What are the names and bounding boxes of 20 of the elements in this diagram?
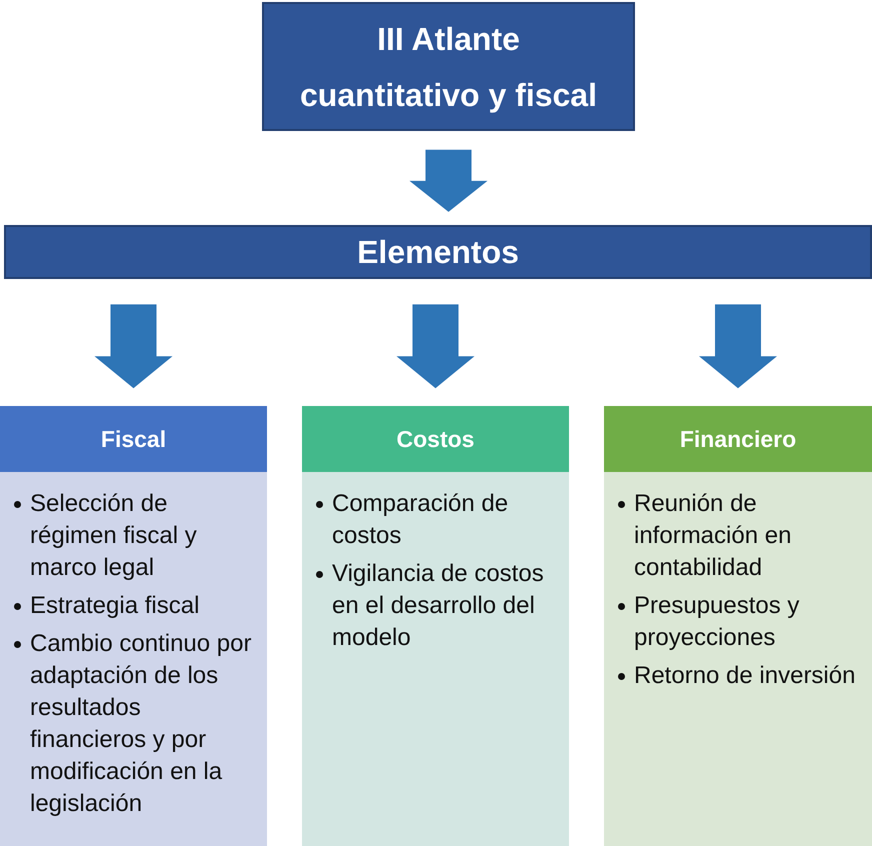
bullet-item: Cambio continuo por adaptación de los resultados financieros y por modificación en la legislación — [30, 630, 252, 817]
section-banner: Elementos — [4, 225, 872, 279]
block-arrow — [699, 304, 777, 388]
bullet-item: Presupuestos y proyecciones — [634, 592, 800, 651]
column-heading: Costos — [302, 406, 569, 472]
block-arrow — [94, 304, 172, 388]
block-arrow — [396, 304, 474, 388]
bullet-item: Reunión de información en contabilidad — [634, 490, 792, 581]
column-heading: Fiscal — [0, 406, 267, 472]
bullet-item: Vigilancia de costos en el desarrollo del modelo — [332, 560, 544, 651]
title-box: III Atlante cuantitativo y fiscal — [262, 2, 635, 131]
column-heading: Financiero — [604, 406, 872, 472]
block-arrow — [410, 150, 488, 212]
column-panel — [302, 406, 569, 846]
bullet-item: Selección de régimen fiscal y marco legal — [30, 490, 197, 581]
column-panel — [604, 406, 872, 846]
column-panel — [0, 406, 267, 846]
bullet-item: Comparación de costos — [332, 490, 508, 549]
bullet-item: Retorno de inversión — [634, 662, 856, 689]
bullet-item: Estrategia fiscal — [30, 592, 200, 619]
